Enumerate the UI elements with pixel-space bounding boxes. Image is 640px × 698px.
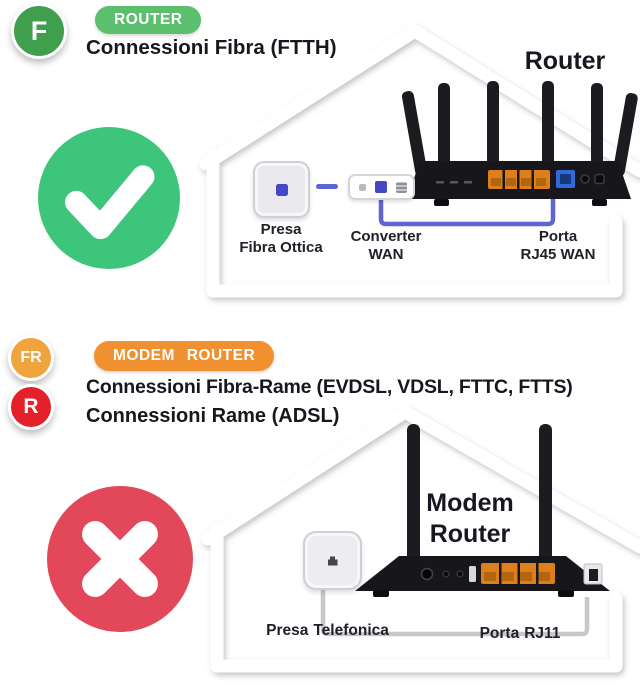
cross-glyph xyxy=(82,521,158,597)
copper-section-title-line2: Connessioni Rame (ADSL) xyxy=(86,405,340,427)
fiber-jack-hole xyxy=(275,183,288,196)
router-wan-port xyxy=(556,170,575,188)
phone-socket-label-word1: Presa xyxy=(266,622,309,639)
wan-port-label: Porta RJ45 WAN xyxy=(502,228,614,263)
router-caption: Router xyxy=(524,47,606,75)
house-top-roof xyxy=(199,24,640,178)
cross-circle-icon xyxy=(47,486,193,632)
wan-cable-blue xyxy=(378,194,556,227)
converter-fiber-port xyxy=(375,181,387,193)
modem-caption-line2: Router xyxy=(429,520,511,548)
router-pill-badge: ROUTER xyxy=(95,6,202,34)
converter-label: Converter WAN xyxy=(334,228,438,263)
fiber-socket-label: Presa Fibra Ottica xyxy=(225,221,337,256)
modem-router-pill-badge: MODEM ROUTER xyxy=(94,341,275,371)
checkmark-glyph xyxy=(64,165,155,240)
phone-jack-hole xyxy=(327,556,338,566)
rj11-port-label-word1: Porta xyxy=(479,625,520,642)
converter-ethernet-port xyxy=(396,181,407,193)
modem-router-image xyxy=(355,424,610,597)
converter-label-line2: WAN xyxy=(368,245,404,263)
house-outline-bottom xyxy=(201,405,640,673)
converter-label-line1: Converter xyxy=(350,228,422,245)
rj11-port-label-word2: RJ11 xyxy=(524,625,561,642)
modem-caption-line1: Modem xyxy=(426,489,514,517)
phone-socket-label-word2: Telefonica xyxy=(313,622,389,639)
check-circle-icon xyxy=(38,127,180,269)
fiber-letter-badge: F xyxy=(11,3,67,59)
modem-rj11-port xyxy=(583,563,603,585)
fiber-section-title: Connessioni Fibra (FTTH) xyxy=(86,36,337,59)
copper-section-title-line1: Connessioni Fibra-Rame (EVDSL, VDSL, FTT… xyxy=(86,376,573,398)
modem-router-caption: Modem Router xyxy=(405,488,535,550)
house-bottom-roof xyxy=(201,405,640,554)
wan-port-label-line2: RJ45 WAN xyxy=(520,245,596,263)
fiber-socket-label-line2: Fibra Ottica xyxy=(239,238,323,256)
converter-led xyxy=(359,183,366,191)
phone-socket-icon xyxy=(303,531,362,590)
fiber-socket-label-line1: Presa xyxy=(260,221,302,238)
house-outline-top xyxy=(199,24,640,298)
modem-lan-ports xyxy=(481,563,555,584)
router-image xyxy=(401,81,638,206)
fiber-socket-icon xyxy=(253,161,310,218)
rame-letter-badge: R xyxy=(8,384,54,430)
house-bottom-walls xyxy=(210,522,623,673)
house-top-walls xyxy=(206,148,623,298)
modem-power-port xyxy=(420,567,434,581)
fibra-rame-letter-badge: FR xyxy=(8,335,54,381)
wan-converter-icon xyxy=(348,174,415,200)
phone-cable-gray xyxy=(320,588,590,637)
wan-port-label-line1: Porta xyxy=(538,228,578,245)
fiber-patch-cable xyxy=(316,184,338,189)
router-lan-ports xyxy=(488,170,550,189)
